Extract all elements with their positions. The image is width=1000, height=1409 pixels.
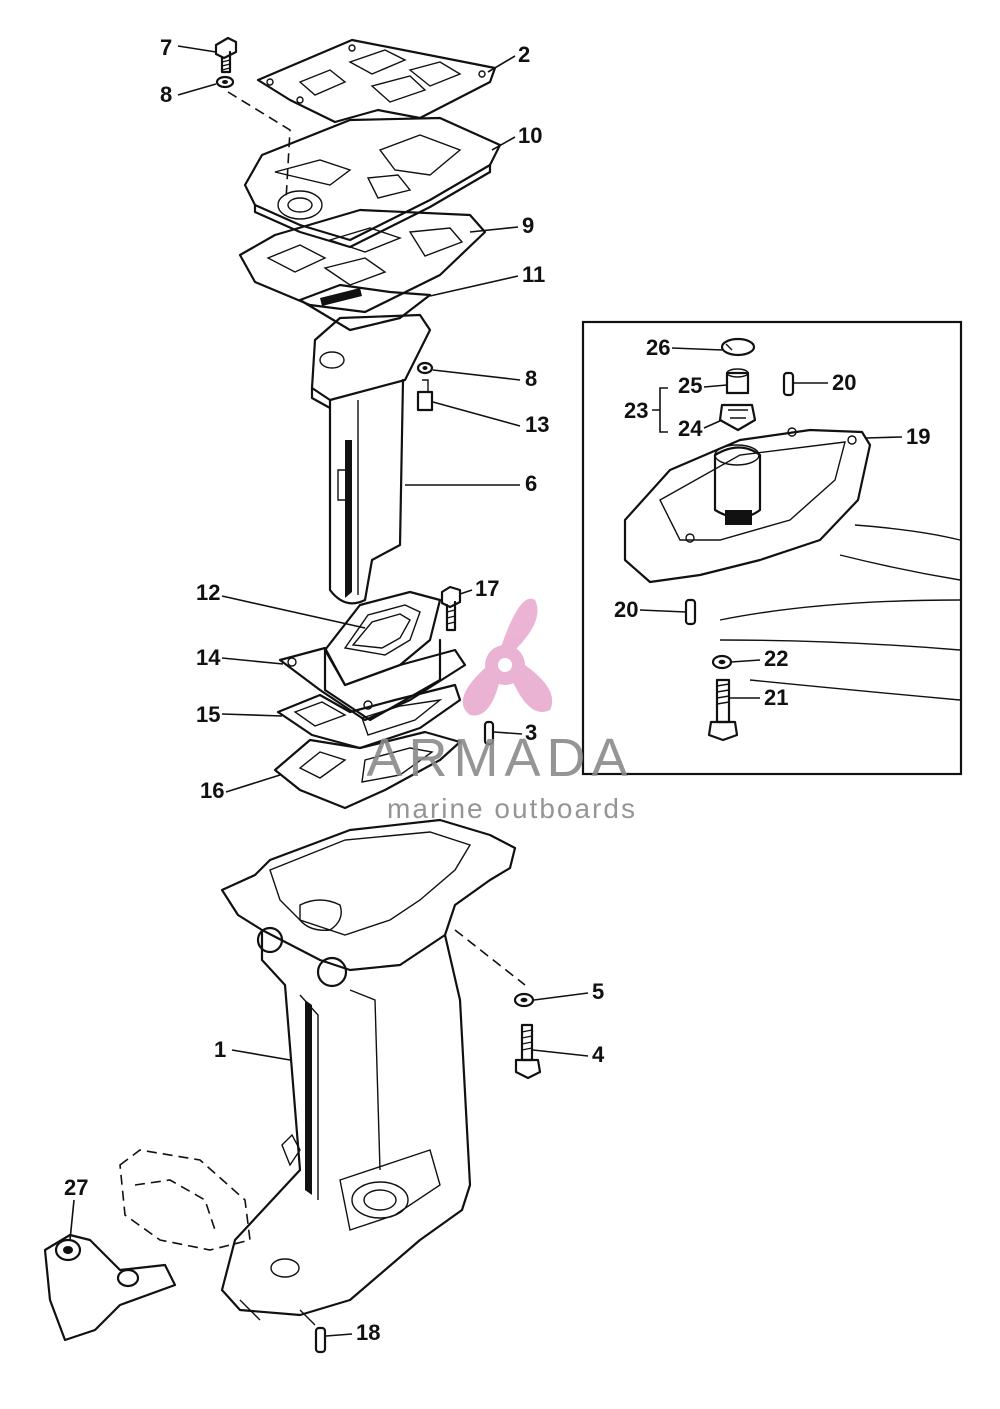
- gasket-9: [238, 208, 487, 314]
- adapter-plate-10: [243, 116, 502, 249]
- bolt-21: [707, 678, 739, 742]
- leader-line-c10: [491, 136, 516, 151]
- inset-frame: [581, 320, 963, 776]
- leader-line-c17: [459, 589, 473, 595]
- leader-line-c7: [177, 45, 217, 53]
- washer-5: [513, 992, 535, 1008]
- callout-c14: 14: [196, 645, 221, 670]
- retaining-ring-26: [720, 337, 756, 357]
- gasket-2: [256, 38, 497, 124]
- pin-3: [483, 720, 495, 746]
- callout-c21: 21: [764, 685, 788, 710]
- pin-20-upper: [782, 371, 795, 397]
- callout-c7: 7: [160, 35, 172, 60]
- plate-14: [278, 646, 467, 722]
- callout-c27: 27: [64, 1175, 88, 1200]
- callout-c26: 26: [646, 335, 670, 360]
- callout-c1: 1: [214, 1037, 226, 1062]
- callout-c25: 25: [678, 373, 702, 398]
- armada-logo: [462, 598, 553, 716]
- leader-line-c11: [429, 275, 519, 297]
- nut-13: [416, 379, 434, 412]
- washer-8-top: [215, 75, 235, 89]
- watermark-tagline: marine outboards: [387, 793, 637, 824]
- callout-c4: 4: [592, 1042, 605, 1067]
- callout-c19: 19: [906, 424, 930, 449]
- leader-line-c8a: [177, 83, 217, 96]
- leader-line-c2: [487, 55, 516, 73]
- leader-line-c19: [865, 436, 903, 439]
- callout-c8a: 8: [160, 82, 172, 107]
- leader-line-c4: [532, 1049, 589, 1057]
- bracket-23: [652, 387, 668, 433]
- callout-c13: 13: [525, 412, 549, 437]
- bolt-17: [440, 585, 462, 632]
- leader-line-c3: [493, 731, 523, 735]
- pin-20-lower: [684, 598, 697, 626]
- housing-19: [623, 427, 961, 701]
- bolt-7: [214, 36, 238, 74]
- leader-line-c26: [671, 347, 723, 351]
- bolt-4: [514, 1023, 542, 1080]
- leader-line-c15: [221, 713, 283, 717]
- leader-line-c16: [225, 774, 281, 793]
- leader-line-c18: [325, 1333, 353, 1337]
- callout-c16: 16: [200, 778, 224, 803]
- callout-c24: 24: [678, 416, 703, 441]
- leader-line-c12: [221, 595, 366, 629]
- leader-line-c22: [730, 659, 761, 663]
- pin-18: [314, 1326, 327, 1354]
- gasket-16: [273, 730, 462, 810]
- washer-8: [416, 361, 434, 375]
- callout-c20a: 20: [832, 370, 856, 395]
- callout-c15: 15: [196, 702, 220, 727]
- leader-line-c25: [703, 384, 728, 388]
- leader-line-c13: [432, 401, 521, 427]
- callout-c12: 12: [196, 580, 220, 605]
- leader-line-c5: [533, 992, 589, 1001]
- leader-line-c20b: [639, 609, 687, 613]
- callout-c11: 11: [522, 262, 545, 287]
- callout-c3: 3: [525, 720, 537, 745]
- leader-line-c1: [231, 1049, 291, 1061]
- gasket-11: [298, 283, 432, 332]
- callout-c6: 6: [525, 471, 537, 496]
- leader-line-c27: [69, 1199, 75, 1241]
- callout-c10: 10: [518, 123, 542, 148]
- callout-c22: 22: [764, 646, 788, 671]
- cover-27: [43, 1149, 251, 1342]
- callout-c8b: 8: [525, 366, 537, 391]
- leader-line-c8b: [432, 369, 521, 381]
- nut-24: [718, 403, 757, 432]
- callout-c20b: 20: [614, 597, 638, 622]
- exhaust-tube-6: [310, 313, 432, 605]
- callout-c2: 2: [518, 42, 530, 67]
- leader-line-c24: [703, 419, 723, 429]
- driveshaft-housing-1: [220, 818, 517, 1326]
- callout-c5: 5: [592, 979, 604, 1004]
- callout-c18: 18: [356, 1320, 380, 1345]
- exhaust-plate-12: [323, 590, 442, 722]
- callout-c17: 17: [475, 576, 499, 601]
- callout-c9: 9: [522, 213, 534, 238]
- callout-c23: 23: [624, 398, 648, 423]
- leader-line-c14: [221, 657, 284, 665]
- washer-22: [711, 654, 733, 670]
- leader-line-c9: [469, 226, 519, 233]
- gasket-15: [276, 683, 462, 750]
- watermark-brand: ARMADA: [366, 728, 633, 788]
- bushing-25: [725, 368, 750, 395]
